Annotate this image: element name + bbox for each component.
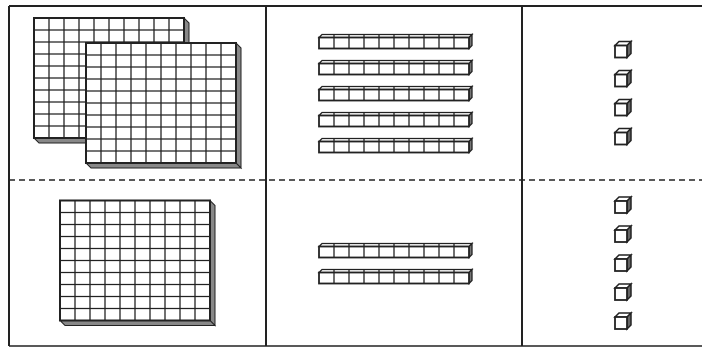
unit-cube: [615, 226, 631, 242]
unit-cube: [615, 313, 631, 329]
unit-cube: [615, 71, 631, 87]
unit-cube: [615, 255, 631, 271]
base-ten-blocks: [34, 18, 631, 329]
ten-rod: [319, 61, 472, 75]
ten-rod: [319, 244, 472, 258]
ten-rod: [319, 35, 472, 49]
ten-rod: [319, 139, 472, 153]
unit-cube: [615, 100, 631, 116]
unit-cube: [615, 42, 631, 58]
hundred-flat: [86, 43, 241, 168]
hundred-flat: [60, 201, 215, 326]
unit-cube: [615, 129, 631, 145]
ten-rod: [319, 270, 472, 284]
ten-rod: [319, 87, 472, 101]
ten-rod: [319, 113, 472, 127]
unit-cube: [615, 197, 631, 213]
unit-cube: [615, 284, 631, 300]
